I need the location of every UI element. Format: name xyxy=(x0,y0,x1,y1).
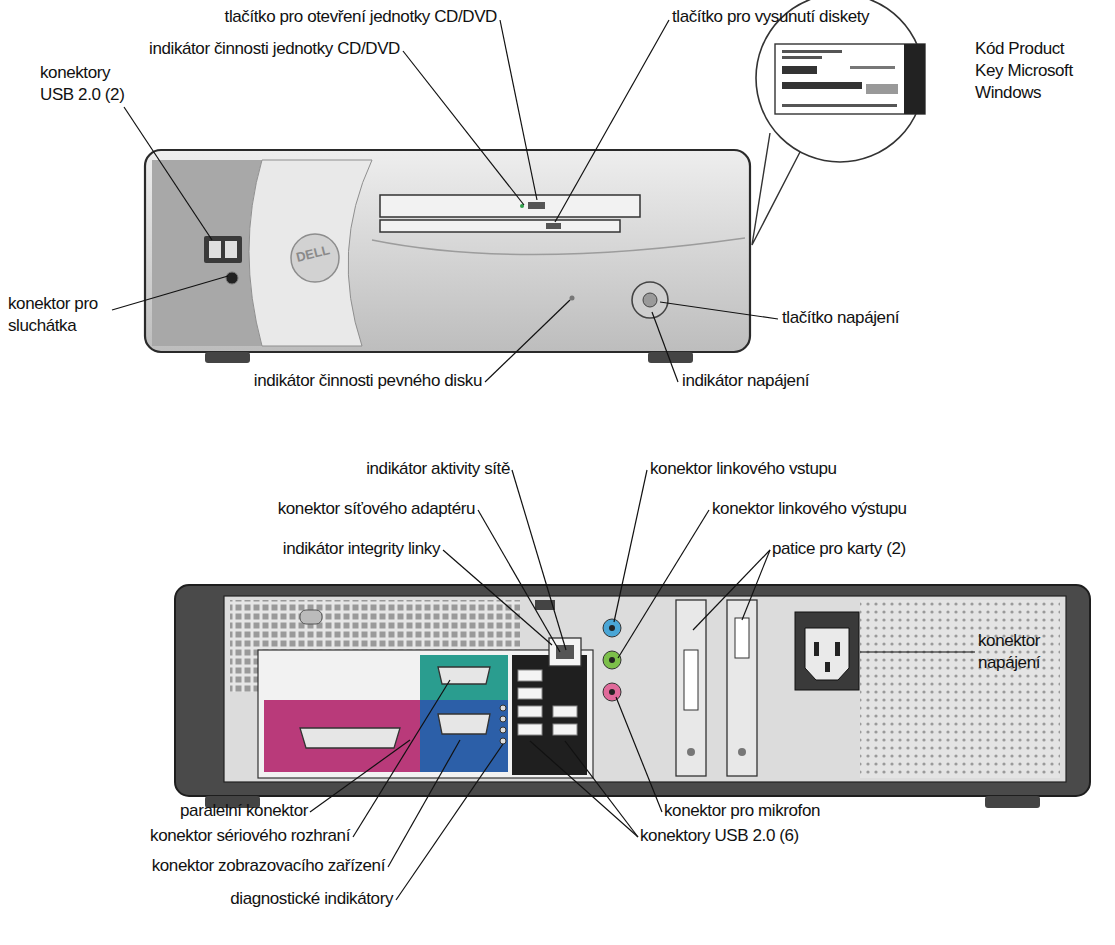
dvi-port xyxy=(684,650,698,710)
diagnostic-leds xyxy=(500,705,506,744)
line-out-jack xyxy=(603,651,621,669)
part-label: tlačítko napájení xyxy=(782,307,899,329)
part-label: indikátor aktivity sítě xyxy=(366,458,510,480)
part-label: Kód Product Key Microsoft Windows xyxy=(975,38,1093,104)
sticker-line xyxy=(782,104,897,107)
logo-badge xyxy=(291,234,339,282)
part-label: konektor síťového adaptéru xyxy=(278,498,475,520)
power-led xyxy=(643,293,657,307)
sticker-line xyxy=(782,50,842,53)
part-label: paralelní konektor xyxy=(180,800,308,822)
part-label: indikátor integrity linky xyxy=(283,538,440,560)
back-case xyxy=(175,585,1090,808)
power-inlet xyxy=(805,628,849,680)
part-label: indikátor napájení xyxy=(682,370,809,392)
line-in-jack xyxy=(603,619,621,637)
case-body xyxy=(145,150,750,352)
headphone-jack xyxy=(226,272,238,284)
foot xyxy=(985,796,1040,808)
part-label: konektor pro mikrofon xyxy=(664,800,820,822)
usb-ports xyxy=(518,670,577,735)
video-port xyxy=(438,714,490,734)
part-label: patice pro karty (2) xyxy=(772,538,906,560)
part-label: indikátor činnosti pevného disku xyxy=(254,370,482,392)
back-panel xyxy=(224,596,1066,782)
usb-slot xyxy=(209,241,221,258)
side-panel xyxy=(152,160,262,346)
hologram xyxy=(866,84,898,94)
slot-screw xyxy=(738,748,746,756)
sticker-line xyxy=(850,66,895,69)
barcode xyxy=(782,82,862,89)
usb-slot xyxy=(225,241,237,258)
cd-drive xyxy=(380,195,640,217)
io-plate xyxy=(258,650,593,778)
floppy-button xyxy=(546,223,561,229)
part-label: diagnostické indikátory xyxy=(230,888,393,910)
part-label: indikátor činnosti jednotky CD/DVD xyxy=(149,38,400,60)
serial-port xyxy=(438,667,490,684)
part-label: konektor sériového rozhraní xyxy=(150,825,350,847)
sticker-line xyxy=(782,56,822,59)
part-label: konektor napájení xyxy=(978,630,1073,674)
front-curve xyxy=(372,238,745,255)
hdd-led xyxy=(570,296,575,301)
latch xyxy=(300,610,322,624)
parallel-zone xyxy=(264,700,420,772)
card-slot xyxy=(727,600,757,776)
leader-lines xyxy=(112,20,975,900)
case-frame xyxy=(175,585,1090,796)
key-sticker xyxy=(775,44,925,114)
foot xyxy=(205,352,250,363)
serial-zone xyxy=(420,655,508,700)
power-button xyxy=(632,282,668,318)
card-slot xyxy=(676,600,706,776)
power-inlet-box xyxy=(795,612,859,690)
usb-port xyxy=(204,236,242,263)
slot-screw xyxy=(687,748,695,756)
mic-jack xyxy=(603,683,621,701)
serial-card-port xyxy=(735,618,749,658)
part-label: konektor zobrazovacího zařízení xyxy=(152,855,385,877)
part-label: konektory USB 2.0 (2) xyxy=(40,62,140,106)
part-label: konektor pro sluchátka xyxy=(8,293,128,337)
barcode xyxy=(782,66,817,74)
parallel-port xyxy=(300,728,400,748)
video-zone xyxy=(420,700,508,772)
floppy-drive xyxy=(380,220,620,232)
swoosh-panel xyxy=(249,160,372,346)
part-label: tlačítko pro otevření jednotky CD/DVD xyxy=(225,6,497,28)
part-label: konektor linkového vstupu xyxy=(650,458,837,480)
sticker-band xyxy=(904,44,925,114)
part-label: tlačítko pro vysunutí diskety xyxy=(672,6,869,28)
key-callout xyxy=(752,0,925,245)
part-label: konektory USB 2.0 (6) xyxy=(640,825,799,847)
usb-network-zone xyxy=(512,655,587,775)
cd-button xyxy=(528,202,545,209)
vent-dots xyxy=(860,600,1060,778)
part-label: konektor linkového výstupu xyxy=(712,498,907,520)
callout-tail xyxy=(752,133,800,245)
